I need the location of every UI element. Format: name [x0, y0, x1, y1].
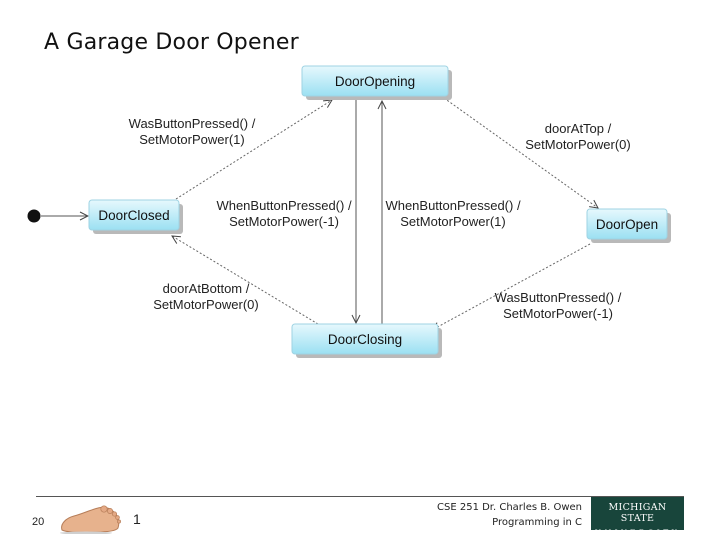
slide-title: A Garage Door Opener [44, 30, 299, 55]
msu-logo: MICHIGAN STATE UNIVERSITY [591, 497, 684, 537]
footer-divider [36, 496, 684, 497]
edge-closing-to-closed [172, 236, 319, 325]
label-closing-to-opening-action: SetMotorPower(1) [400, 214, 505, 229]
label-open-to-closing-action: SetMotorPower(-1) [503, 306, 613, 321]
state-label-door-opening: DoorOpening [335, 74, 415, 89]
edge-opening-to-open [443, 97, 598, 208]
initial-state-marker [27, 209, 41, 223]
course-info-line2: Programming in C [492, 517, 582, 528]
edge-closed-to-opening [175, 100, 332, 200]
label-opening-to-open-trigger: doorAtTop / [545, 121, 612, 136]
msu-logo-line1: MICHIGAN STATE [608, 502, 667, 524]
state-door-closed: DoorClosed [88, 199, 183, 234]
label-closing-to-closed: doorAtBottom / SetMotorPower(0) [153, 281, 258, 312]
course-info-line1: CSE 251 Dr. Charles B. Owen [437, 502, 582, 513]
label-closing-to-closed-action: SetMotorPower(0) [153, 297, 258, 312]
edge-open-to-closing [432, 243, 591, 330]
label-closed-to-opening: WasButtonPressed() / SetMotorPower(1) [129, 116, 256, 147]
state-door-opening: DoorOpening [301, 65, 452, 100]
state-label-door-closing: DoorClosing [328, 332, 402, 347]
label-closed-to-opening-action: SetMotorPower(1) [139, 132, 244, 147]
label-opening-to-closing: WhenButtonPressed() / SetMotorPower(-1) [216, 198, 352, 229]
label-open-to-closing: WasButtonPressed() / SetMotorPower(-1) [495, 290, 622, 321]
state-label-door-open: DoorOpen [596, 217, 658, 232]
bare-foot-image [60, 505, 121, 534]
state-door-open: DoorOpen [586, 208, 671, 243]
footnote-number: 1 [133, 511, 141, 527]
label-closing-to-opening: WhenButtonPressed() / SetMotorPower(1) [385, 198, 521, 229]
label-open-to-closing-trigger: WasButtonPressed() / [495, 290, 622, 305]
page-number: 20 [32, 516, 45, 528]
msu-logo-line2: UNIVERSITY [594, 528, 681, 537]
course-info: CSE 251 Dr. Charles B. Owen Programming … [437, 500, 582, 530]
label-closing-to-closed-trigger: doorAtBottom / [163, 281, 250, 296]
label-opening-to-closing-trigger: WhenButtonPressed() / [216, 198, 352, 213]
label-opening-to-open-action: SetMotorPower(0) [525, 137, 630, 152]
state-label-door-closed: DoorClosed [98, 208, 169, 223]
label-opening-to-open: doorAtTop / SetMotorPower(0) [525, 121, 630, 152]
label-closing-to-opening-trigger: WhenButtonPressed() / [385, 198, 521, 213]
state-door-closing: DoorClosing [291, 323, 442, 358]
label-opening-to-closing-action: SetMotorPower(-1) [229, 214, 339, 229]
label-closed-to-opening-trigger: WasButtonPressed() / [129, 116, 256, 131]
